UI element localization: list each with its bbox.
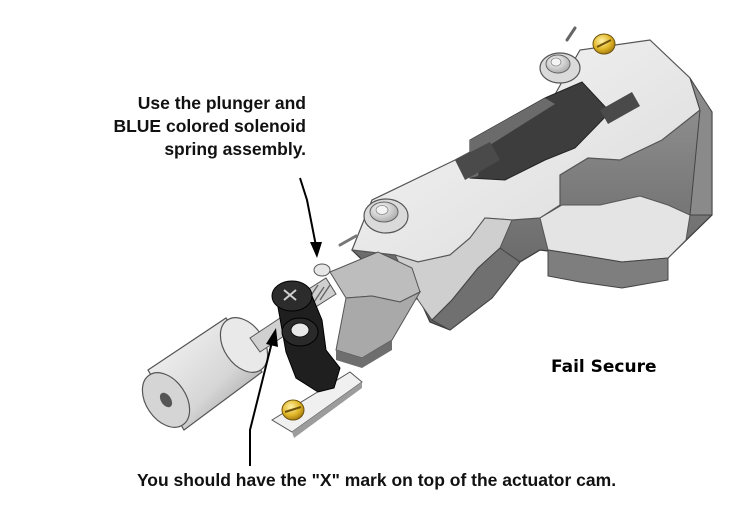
fail-secure-label: Fail Secure	[551, 357, 657, 377]
lower-pivot-bolt	[363, 198, 409, 234]
spring-pins	[338, 26, 577, 247]
strike-housing	[351, 39, 713, 331]
solenoid-instruction-line-3: spring assembly.	[164, 139, 306, 159]
solenoid-leader-line	[299, 177, 322, 258]
solenoid-instruction-line-2: BLUE colored solenoid	[113, 116, 306, 136]
brass-screw-top	[592, 33, 616, 55]
cam-leader-line	[249, 328, 278, 466]
solenoid-instruction: Use the plunger and BLUE colored solenoi…	[46, 92, 306, 161]
latch-plate	[329, 251, 422, 368]
solenoid-instruction-line-1: Use the plunger and	[137, 93, 306, 113]
cam-instruction: You should have the "X" mark on top of t…	[136, 470, 617, 490]
actuator-cam	[271, 280, 341, 393]
upper-pivot-bolt	[539, 52, 581, 84]
brass-screw-bottom	[281, 399, 305, 421]
